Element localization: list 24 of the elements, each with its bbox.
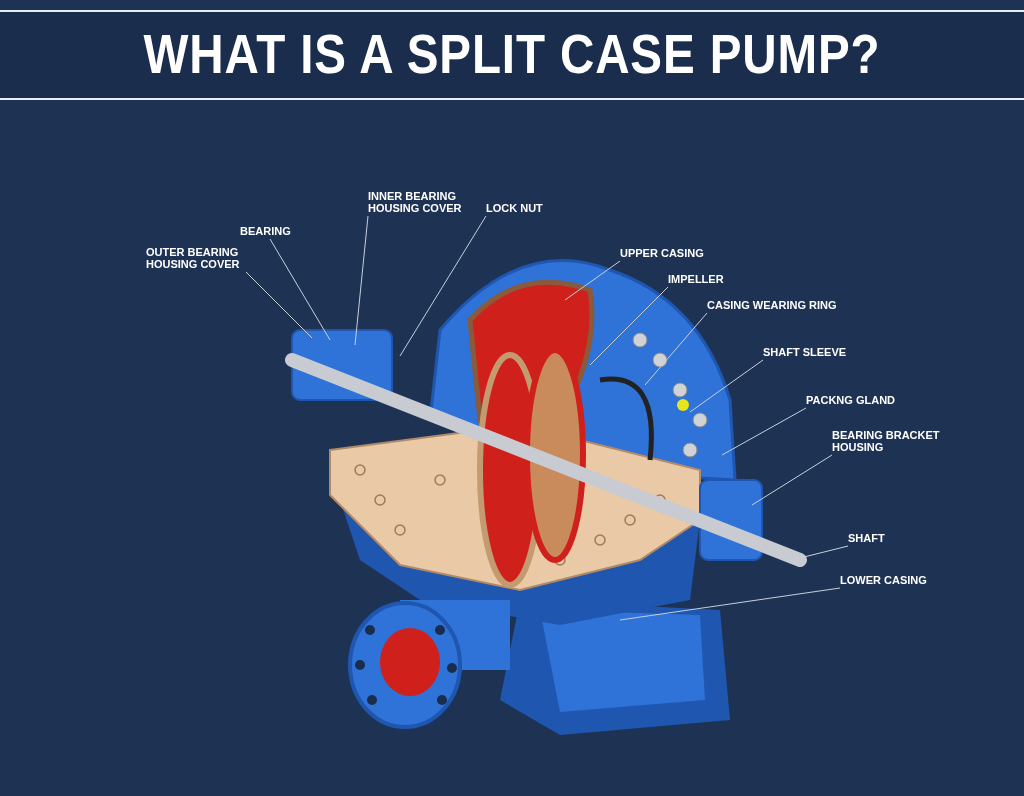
leader-line bbox=[245, 271, 313, 339]
part-label: CASING WEARING RING bbox=[707, 299, 847, 313]
part-label: LOCK NUT bbox=[486, 202, 546, 216]
leader-line bbox=[399, 215, 487, 357]
leader-line bbox=[751, 454, 833, 506]
part-label: SHAFT bbox=[848, 532, 898, 546]
leader-line bbox=[791, 545, 849, 561]
leader-line bbox=[644, 312, 708, 386]
leader-line bbox=[589, 286, 669, 366]
leader-line bbox=[619, 587, 841, 621]
part-label: IMPELLER bbox=[668, 273, 728, 287]
part-label: LOWER CASING bbox=[840, 574, 940, 588]
part-label: SHAFT SLEEVE bbox=[763, 346, 853, 360]
title: WHAT IS A SPLIT CASE PUMP? bbox=[142, 21, 882, 87]
leader-line bbox=[689, 359, 764, 413]
leader-line bbox=[269, 238, 331, 341]
leader-line bbox=[354, 215, 369, 346]
part-label: UPPER CASING bbox=[620, 247, 710, 261]
leader-line bbox=[721, 407, 807, 456]
part-label: OUTER BEARING HOUSING COVER bbox=[146, 246, 246, 272]
part-label: PACKNG GLAND bbox=[806, 394, 906, 408]
part-label: INNER BEARING HOUSING COVER bbox=[368, 190, 463, 216]
part-label: BEARING BRACKET HOUSING bbox=[832, 429, 942, 455]
part-label: BEARING bbox=[240, 225, 300, 239]
